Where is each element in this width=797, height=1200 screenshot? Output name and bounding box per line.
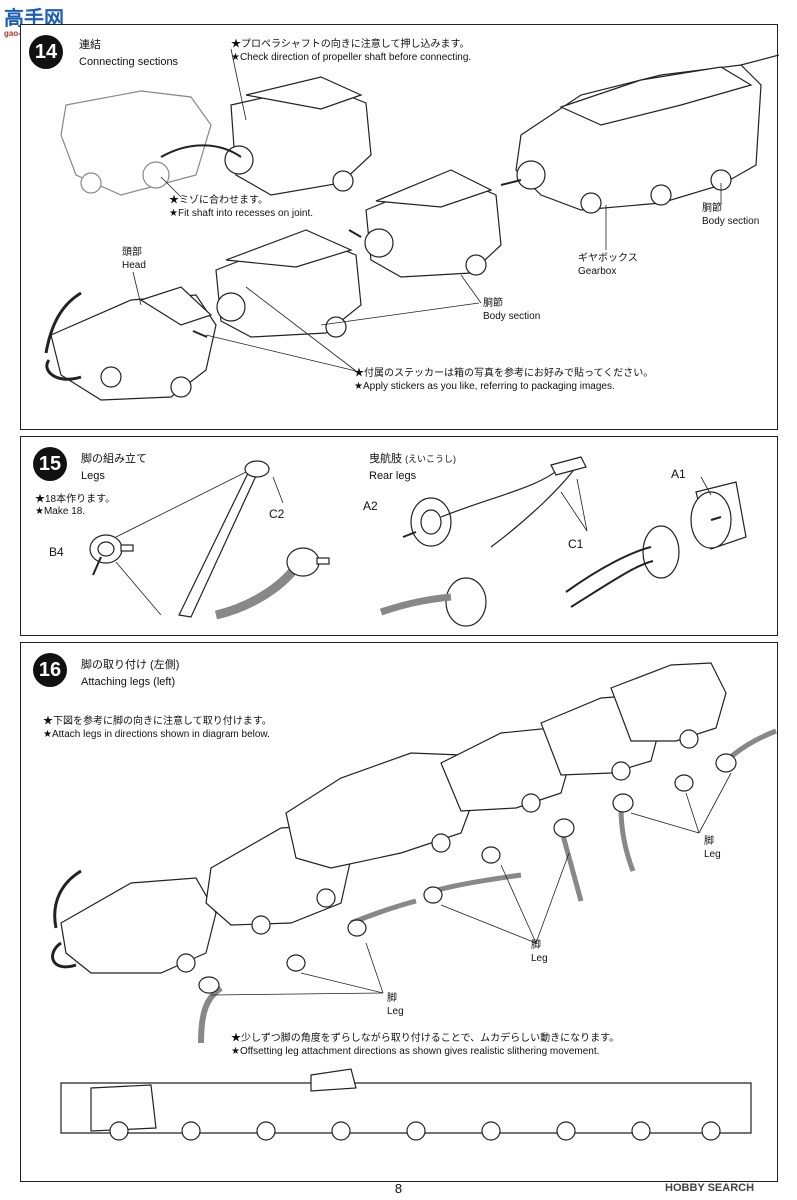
head-label-en: Head — [122, 260, 146, 271]
body-section-label-en: Body section — [483, 311, 541, 322]
body-section-right-label-jp: 胴節 — [702, 203, 722, 214]
step-14-badge: 14 — [29, 35, 63, 69]
step-14-note2-en: ★Fit shaft into recesses on joint. — [169, 208, 314, 219]
step-15-note-en: ★Make 18. — [35, 506, 86, 517]
part-a1-label: A1 — [671, 467, 686, 481]
step-16-title-en: Attaching legs (left) — [81, 676, 176, 688]
step-14-title-en: Connecting sections — [79, 56, 179, 68]
step-16-title-jp: 脚の取り付け (左側) — [81, 659, 180, 671]
step-16-note1-en: ★Attach legs in directions shown in diag… — [43, 729, 270, 740]
leg-label-2-en: Leg — [531, 953, 548, 964]
step-16-panel: 16 脚の取り付け (左側) Attaching legs (left) ★下図… — [20, 642, 778, 1182]
step-15-panel: 15 脚の組み立て Legs ★18本作ります。 ★Make 18. 曳航肢 (… — [20, 436, 778, 636]
step-14-note2-jp: ★ミゾに合わせます。 — [169, 195, 268, 206]
step-15-badge: 15 — [33, 447, 67, 481]
gearbox-label-jp: ギヤボックス — [578, 253, 638, 264]
body-section-label-jp: 胴節 — [483, 298, 503, 309]
step-14-diagram — [44, 48, 779, 401]
step-14-note3-jp: ★付属のステッカーは箱の写真を参考にお好みで貼ってください。 — [354, 368, 654, 379]
step-14-note3-en: ★Apply stickers as you like, referring t… — [354, 381, 615, 392]
gearbox-label-en: Gearbox — [578, 266, 617, 277]
rear-legs-label-en: Rear legs — [369, 470, 417, 482]
step-14-note1-en: ★Check direction of propeller shaft befo… — [231, 52, 472, 63]
leg-label-2-jp: 脚 — [531, 940, 541, 951]
part-b4-label: B4 — [49, 545, 64, 559]
page-number: 8 — [394, 1181, 403, 1196]
step-16-diagram — [51, 662, 777, 1141]
rear-legs-reading: (えいこうし) — [405, 454, 457, 464]
rear-legs-jp: 曳航肢 — [369, 453, 402, 465]
side-view-wheels — [109, 1121, 721, 1141]
part-a2-label: A2 — [363, 499, 378, 513]
step-15-diagram — [89, 456, 747, 627]
part-c1-label: C1 — [568, 537, 584, 551]
leg-label-1-jp: 脚 — [704, 836, 714, 847]
step-14-note1-jp: ★プロペラシャフトの向きに注意して押し込みます。 — [231, 39, 470, 50]
step-14-title-jp: 連結 — [79, 39, 101, 51]
step-16-note2-jp: ★少しずつ脚の角度をずらしながら取り付けることで、ムカデらしい動きになります。 — [231, 1033, 620, 1044]
step-16-badge: 16 — [33, 653, 67, 687]
leg-label-3-jp: 脚 — [387, 993, 397, 1004]
step-15-title-jp: 脚の組み立て — [81, 453, 147, 465]
step-14-panel: 14 連結 Connecting sections ★プロペラシャフトの向きに注… — [20, 24, 779, 430]
rear-legs-label-jp: 曳航肢 (えいこうし) — [369, 453, 456, 466]
step-15-note-jp: ★18本作ります。 — [35, 494, 116, 505]
part-c2-label: C2 — [269, 507, 285, 521]
step-15-title-en: Legs — [81, 470, 105, 482]
leg-label-3-en: Leg — [387, 1006, 404, 1017]
watermark-bottom: HOBBY SEARCH — [665, 1182, 755, 1194]
body-section-right-label-en: Body section — [702, 216, 760, 227]
step-16-note2-en: ★Offsetting leg attachment directions as… — [231, 1046, 600, 1057]
head-label-jp: 頭部 — [122, 247, 142, 258]
leg-label-1-en: Leg — [704, 849, 721, 860]
step-16-note1-jp: ★下図を参考に脚の向きに注意して取り付けます。 — [43, 716, 272, 727]
